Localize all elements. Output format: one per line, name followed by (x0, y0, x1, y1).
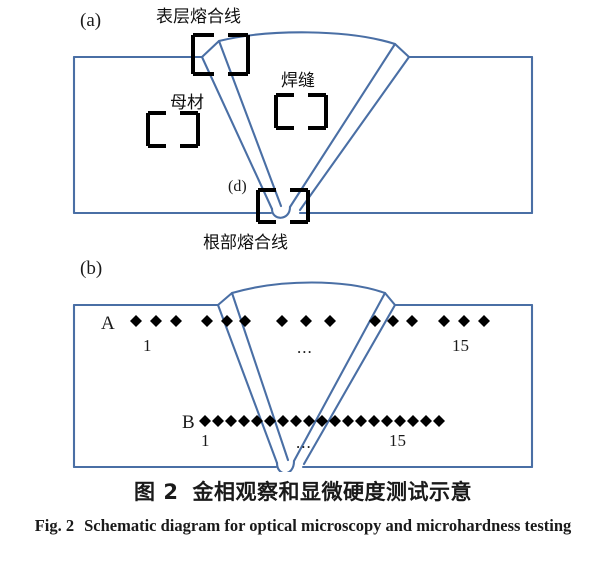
label-base-metal: 母材 (170, 93, 204, 113)
fusion-line-right-outer-a (298, 55, 411, 212)
panel-b-tag: (b) (80, 258, 103, 279)
panel-a-geometry (72, 31, 534, 219)
hardness-row-a-letter: A (101, 313, 115, 334)
hardness-cluster (201, 315, 251, 327)
label-root-fusion-line: 根部熔合线 (203, 233, 288, 253)
annotation-brackets-a (146, 33, 328, 224)
weld-crown-b (216, 281, 397, 307)
panel-a-tag: (a) (80, 10, 102, 31)
hardness-row-b-ellipsis: ... (296, 433, 312, 452)
fusion-line-left-outer-b (216, 303, 279, 465)
bracket-surface-fusion (191, 33, 250, 76)
hardness-row-a-markers (130, 315, 490, 327)
hardness-row-a-ellipsis: ... (297, 338, 313, 357)
weld-root-a (270, 205, 292, 219)
caption-english-figure-number: Fig. 2 (34, 516, 75, 535)
panel-d-inset-tag: (d) (228, 178, 247, 195)
hardness-cluster (369, 315, 418, 327)
fusion-line-right-outer-b (302, 303, 397, 466)
fusion-line-left-outer-a (200, 55, 274, 211)
figure-caption: 图 2 金相观察和显微硬度测试示意 Fig. 2 Schematic diagram… (0, 476, 606, 539)
caption-english: Fig. 2 Schematic diagram for optical micr… (0, 513, 606, 539)
hardness-cluster (276, 315, 336, 327)
hardness-row-b-end-index: 15 (389, 431, 406, 450)
label-weld-seam: 焊缝 (281, 71, 315, 91)
caption-chinese-figure-number: 图 2 (134, 480, 179, 504)
bracket-base-metal (146, 111, 200, 148)
fusion-line-left-inner-a (217, 39, 283, 208)
caption-chinese: 图 2 金相观察和显微硬度测试示意 (0, 476, 606, 506)
bracket-root-fusion (256, 188, 310, 224)
fusion-line-right-inner-a (288, 42, 397, 209)
weld-crown-a (200, 31, 411, 59)
hardness-row-b-start-index: 1 (201, 431, 210, 450)
label-surface-fusion-line: 表层熔合线 (156, 7, 241, 27)
panel-b-geometry (72, 281, 534, 472)
hardness-row-b-markers (199, 415, 445, 427)
weld-root-b (275, 459, 296, 472)
hardness-cluster (438, 315, 490, 327)
caption-chinese-text: 金相观察和显微硬度测试示意 (192, 480, 472, 504)
hardness-row-a-end-index: 15 (452, 336, 469, 355)
hardness-row-b-letter: B (182, 412, 195, 433)
bracket-weld-seam (274, 93, 328, 130)
hardness-row-a-start-index: 1 (143, 336, 152, 355)
hardness-cluster (130, 315, 182, 327)
weld-schematic-svg (72, 31, 534, 472)
caption-english-text: Schematic diagram for optical microscopy… (84, 516, 572, 535)
hardness-markers (130, 315, 490, 427)
